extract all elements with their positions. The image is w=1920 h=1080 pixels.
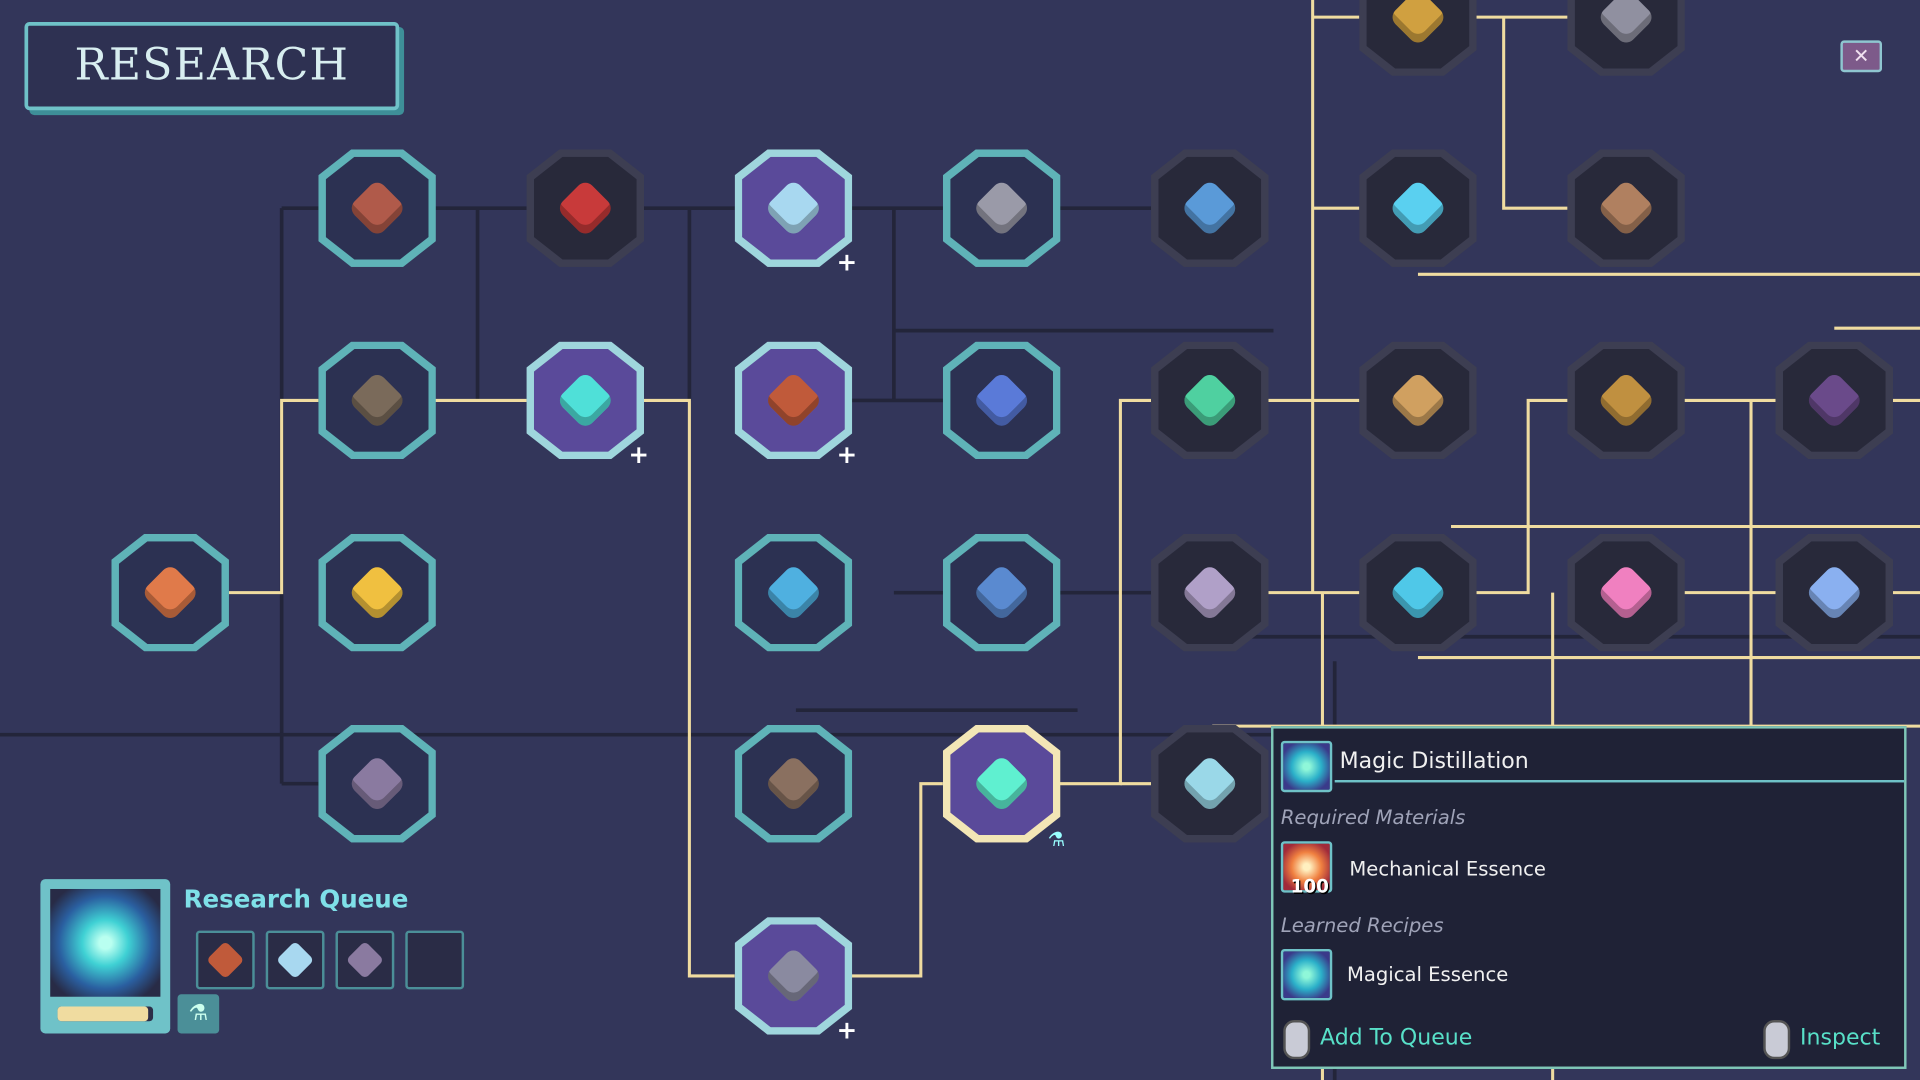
research-node-brick-wall[interactable] — [318, 149, 436, 267]
research-node-blueprint-scroll[interactable] — [1151, 724, 1269, 843]
research-node-green-gem[interactable] — [1151, 341, 1269, 460]
active-path — [1502, 17, 1568, 210]
research-node-hammer-wrench[interactable] — [734, 724, 853, 843]
research-node-magic-distillation[interactable]: ⚗ — [942, 724, 1065, 849]
tooltip-title: Magic Distillation — [1339, 748, 1529, 774]
close-x-icon: ✕ — [1853, 44, 1870, 68]
research-node-galaxy[interactable]: + — [526, 341, 649, 467]
plus-icon: + — [836, 247, 858, 277]
plus-icon: + — [836, 1015, 858, 1045]
mechanical-essence-icon — [1280, 841, 1333, 893]
research-node-orb-machine[interactable] — [734, 533, 853, 652]
research-node-energy-cannon[interactable] — [1359, 341, 1477, 460]
research-node-conveyor[interactable] — [318, 724, 436, 843]
research-node-magic-rune[interactable] — [1359, 149, 1477, 267]
plus-icon: + — [836, 439, 858, 469]
research-node-claw-grabber[interactable] — [318, 341, 436, 460]
research-node-dark-crystal[interactable] — [1775, 341, 1894, 460]
crystal-cube-icon — [276, 940, 315, 980]
furnace-icon — [206, 940, 245, 980]
research-node-crystal-cube[interactable]: + — [734, 149, 857, 274]
research-node-lantern[interactable]: + — [734, 917, 857, 1042]
active-path — [851, 782, 943, 978]
queue-slot[interactable] — [265, 930, 325, 990]
research-node-pink-portal[interactable] — [1567, 533, 1685, 652]
left-mouse-icon — [1283, 1020, 1311, 1060]
magical-essence-icon — [1280, 948, 1333, 1001]
material-name: Mechanical Essence — [1349, 857, 1546, 881]
research-node-blue-crystal[interactable] — [1359, 533, 1477, 652]
recipe-name: Magical Essence — [1346, 962, 1509, 986]
research-node-golden-claw[interactable] — [1359, 0, 1477, 76]
queue-slot[interactable] — [405, 930, 465, 990]
research-node-metal-plate[interactable] — [942, 149, 1061, 267]
active-path — [1059, 398, 1152, 786]
close-button[interactable]: ✕ — [1840, 40, 1883, 73]
page-title: RESEARCH — [74, 40, 350, 91]
research-node-drill[interactable] — [1567, 0, 1685, 76]
queue-slot[interactable] — [195, 930, 255, 990]
queue-current-research[interactable] — [40, 879, 171, 1034]
flask-icon: ⚗ — [1047, 827, 1066, 852]
active-path — [1475, 398, 1568, 595]
research-node-molecule[interactable] — [1151, 533, 1269, 652]
research-node-brass-turret[interactable] — [1567, 341, 1685, 460]
research-node-crystal-cluster[interactable] — [1775, 533, 1894, 652]
flask-icon: ⚗ — [177, 994, 220, 1034]
add-to-queue-button[interactable]: Add To Queue — [1320, 1024, 1473, 1051]
research-node-furnace[interactable]: + — [734, 341, 857, 467]
queue-slot[interactable] — [335, 930, 395, 990]
research-node-boots[interactable] — [942, 341, 1061, 460]
research-node-drill-bit[interactable] — [942, 533, 1061, 652]
research-progress-fill — [57, 1006, 149, 1022]
learned-recipes-label: Learned Recipes — [1280, 913, 1444, 937]
lantern-icon — [345, 940, 384, 980]
title-banner: RESEARCH — [24, 22, 400, 111]
magic-distillation-icon — [1280, 740, 1333, 793]
research-node-rose-pickaxe[interactable] — [526, 149, 645, 267]
required-materials-label: Required Materials — [1280, 805, 1466, 829]
material-count: 100 — [1290, 875, 1329, 898]
research-node-fountain[interactable] — [1151, 149, 1269, 267]
queue-label: Research Queue — [183, 884, 409, 914]
research-node-flashlight[interactable] — [318, 533, 436, 652]
inspect-button[interactable]: Inspect — [1800, 1024, 1881, 1051]
plus-icon: + — [628, 439, 649, 469]
active-path — [642, 398, 735, 978]
research-progress-bar — [57, 1006, 154, 1022]
research-tooltip: Magic Distillation Required Materials 10… — [1271, 726, 1907, 1069]
divider — [1334, 780, 1905, 783]
active-path — [228, 398, 319, 595]
research-node-lighthouse-beam[interactable] — [111, 533, 229, 652]
galaxy-icon — [50, 888, 161, 997]
right-mouse-icon — [1763, 1020, 1791, 1060]
research-node-trowel[interactable] — [1567, 149, 1685, 267]
